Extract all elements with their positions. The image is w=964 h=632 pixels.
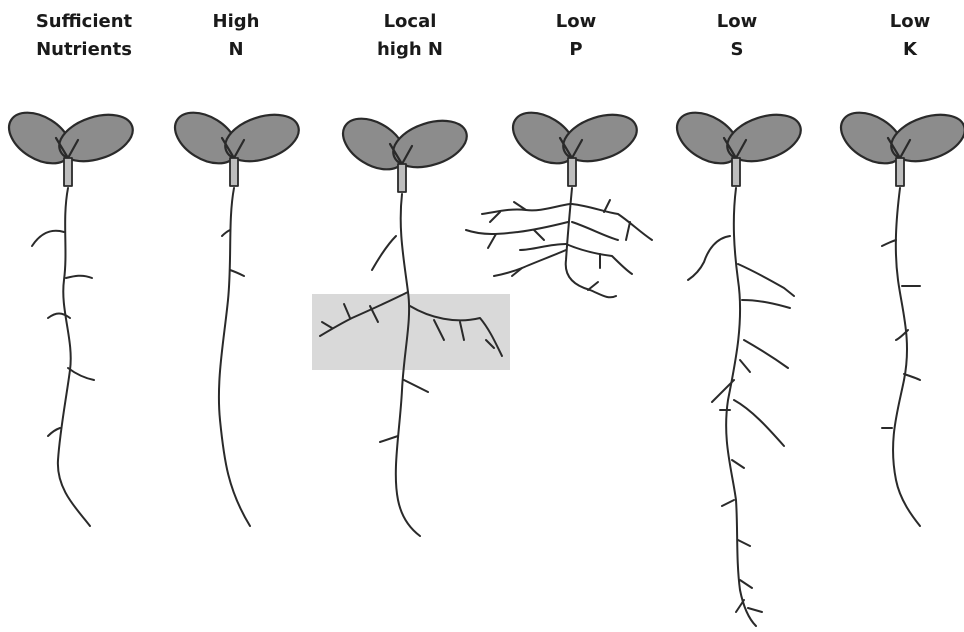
seedling-low-k <box>832 102 964 526</box>
seedling-low-s <box>668 102 807 626</box>
local-high-n-patch <box>312 294 510 370</box>
seedling-sufficient-nutrients <box>0 102 139 526</box>
seedling-high-n <box>166 102 305 526</box>
seedling-low-p <box>466 102 652 297</box>
